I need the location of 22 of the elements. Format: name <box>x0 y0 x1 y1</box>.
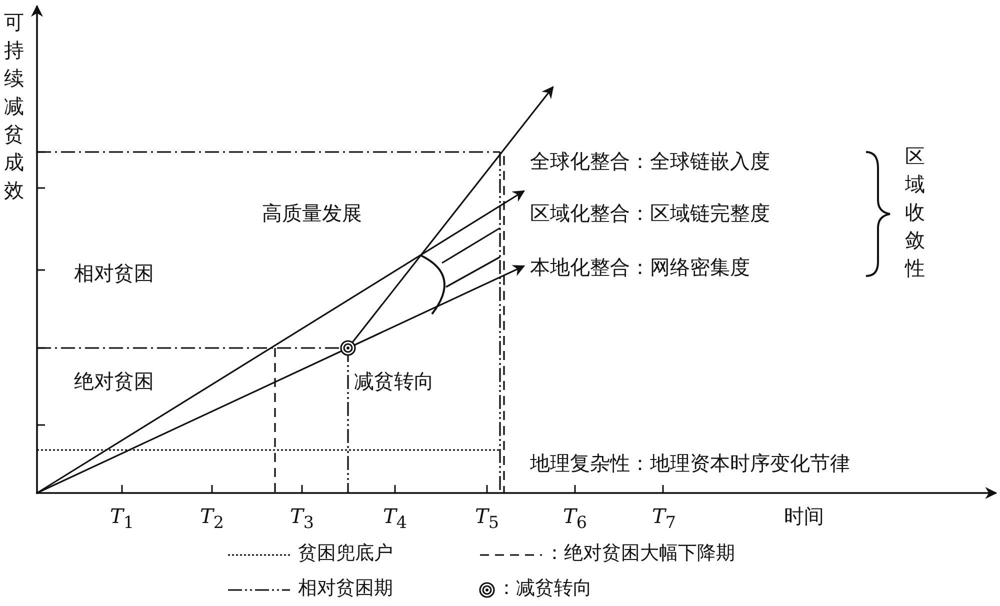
tick-label: T$_{1}$ <box>110 505 134 532</box>
tick-label: T$_{7}$ <box>652 505 676 532</box>
tick-label: T$_{4}$ <box>383 505 407 532</box>
tick-label: T$_{5}$ <box>475 505 499 532</box>
chart-label: 减贫转向 <box>354 370 434 393</box>
legend-text: 贫困兜底户 <box>298 543 393 565</box>
axis-title: 时间 <box>784 505 824 528</box>
chart-label: 本地化整合：网络密集度 <box>530 256 750 279</box>
tick-label: T$_{3}$ <box>290 505 314 532</box>
chart-label: 区域化整合：区域链完整度 <box>530 202 770 225</box>
chart-label: 高质量发展 <box>262 202 362 225</box>
chart-label: 地理复杂性：地理资本时序变化节律 <box>530 452 850 475</box>
legend-text: ：减贫转向 <box>497 578 592 600</box>
group-label: 区域收敛性 <box>905 143 926 282</box>
chart-label: 绝对贫困 <box>74 370 154 393</box>
tick-label: T$_{2}$ <box>200 505 224 532</box>
chart-label: 全球化整合：全球链嵌入度 <box>530 150 770 173</box>
axis-title: 可持续减贫成效 <box>4 9 25 204</box>
legend-text: ：绝对贫困大幅下降期 <box>545 543 735 565</box>
chart-label: 相对贫困 <box>74 262 154 285</box>
legend-text: 相对贫困期 <box>298 578 393 600</box>
tick-label: T$_{6}$ <box>563 505 587 532</box>
